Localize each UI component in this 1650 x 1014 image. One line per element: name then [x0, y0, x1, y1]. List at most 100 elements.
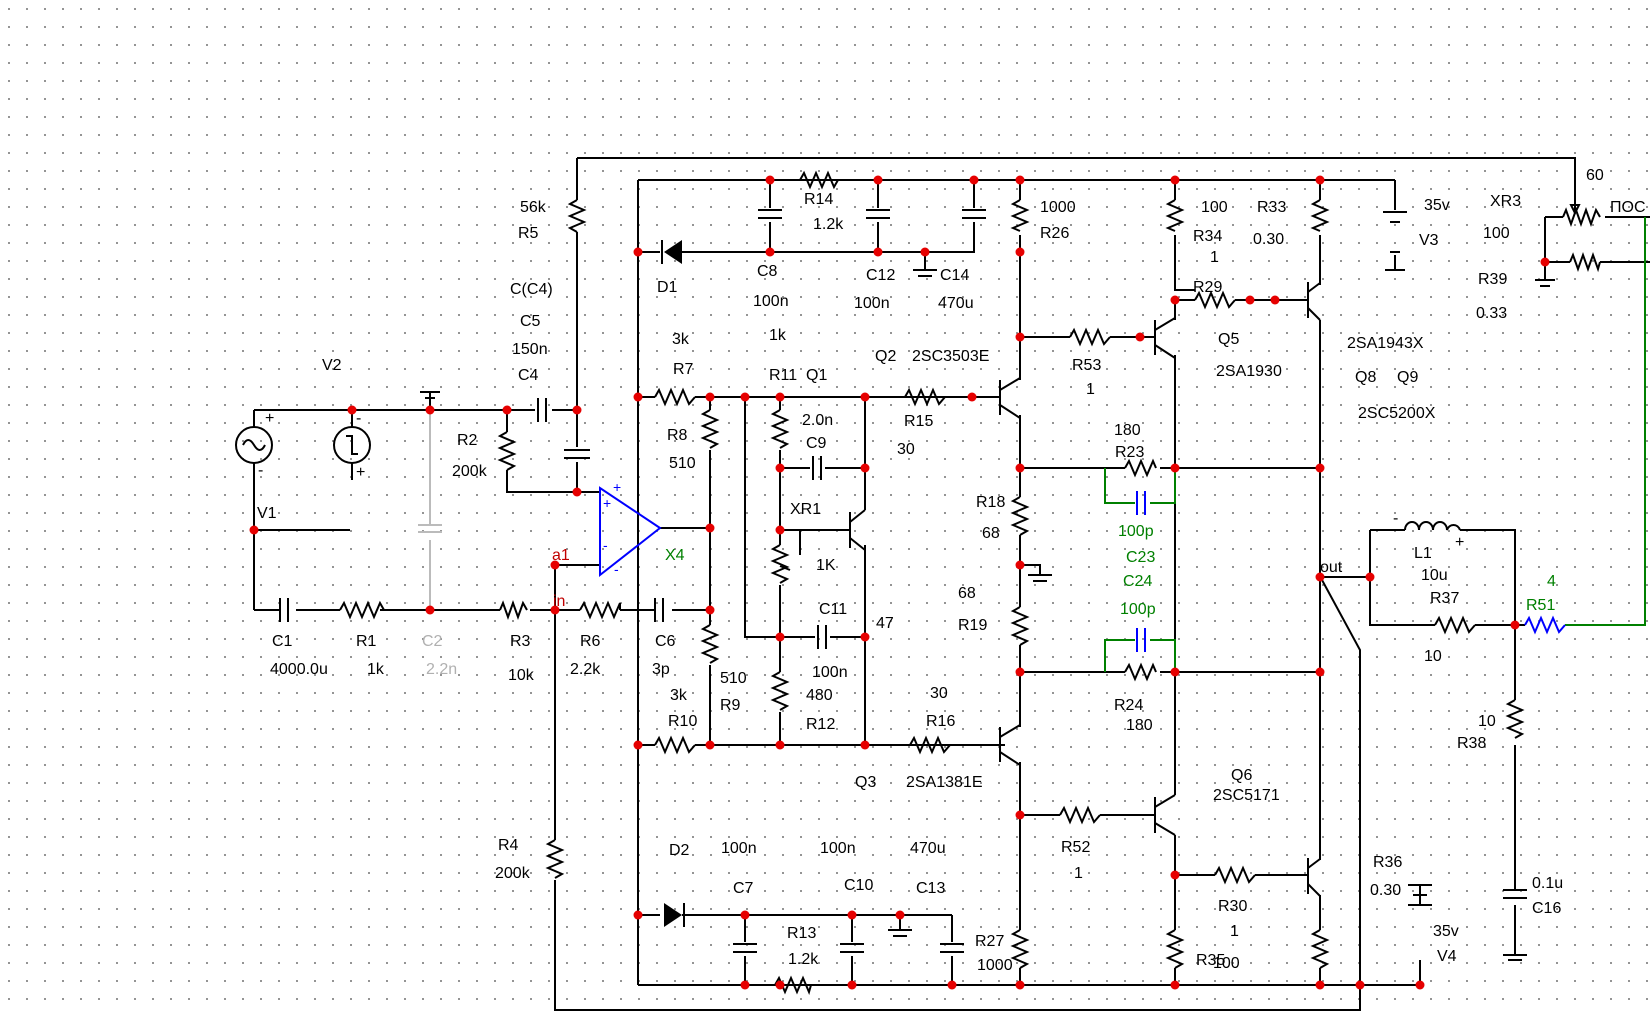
component-label: R13 [787, 925, 816, 942]
junction-dot [1135, 332, 1145, 342]
transistor-symbols [849, 282, 1321, 897]
component-labels: V1V2C14000.0uR11kC22.2nR310kR2200k56kR5C… [257, 167, 1646, 974]
junction-dot [775, 632, 785, 642]
capacitor-symbols [279, 209, 1527, 961]
component-label: R19 [958, 617, 987, 634]
d2-diode-symbol [664, 903, 685, 927]
junction-dot [1170, 463, 1180, 473]
component-label: 510 [669, 455, 696, 472]
junction-dot [1315, 572, 1325, 582]
feedback-network-wires [1104, 217, 1646, 672]
component-label: C9 [806, 435, 827, 452]
component-label: 100n [820, 840, 856, 857]
component-label: R6 [580, 633, 601, 650]
component-label: C10 [844, 877, 873, 894]
junction-dot [860, 632, 870, 642]
component-label: 480 [806, 687, 833, 704]
junction-dot [873, 175, 883, 185]
junction-dot [775, 740, 785, 750]
component-label: C7 [733, 880, 754, 897]
component-label: 180 [1126, 717, 1153, 734]
component-label: C16 [1532, 900, 1561, 917]
component-label: R5 [518, 225, 539, 242]
junction-dot [1315, 175, 1325, 185]
junction-dot [873, 247, 883, 257]
component-label: 3k [672, 331, 690, 348]
component-label: R24 [1114, 697, 1143, 714]
component-label: 180 [1114, 422, 1141, 439]
junction-dot [860, 463, 870, 473]
v2-pulse-source-symbol: - + [333, 410, 371, 481]
component-label: 1K [816, 557, 836, 574]
component-label: 68 [982, 525, 1000, 542]
component-label: R8 [667, 427, 688, 444]
component-label: 2.2n [426, 661, 457, 678]
junction-dot [740, 910, 750, 920]
component-label: 100n [721, 840, 757, 857]
component-label: V2 [322, 357, 342, 374]
junction-dot [1355, 980, 1365, 990]
junction-dot [347, 405, 357, 415]
junction-dot [1365, 572, 1375, 582]
component-label: 100 [1483, 225, 1510, 242]
junction-dot [775, 463, 785, 473]
junction-dot [572, 487, 582, 497]
svg-text:-: - [356, 410, 361, 427]
svg-text:+: + [613, 479, 621, 495]
component-label: 100 [1201, 199, 1228, 216]
junction-dot [1015, 175, 1025, 185]
component-label: 150n [512, 341, 548, 358]
component-label: V1 [257, 505, 277, 522]
component-label: R30 [1218, 898, 1247, 915]
junction-dots [249, 175, 1550, 990]
component-label: 0.30 [1370, 882, 1401, 899]
component-label: X4 [665, 547, 685, 564]
component-label: R36 [1373, 854, 1402, 871]
component-label: 470u [938, 295, 974, 312]
component-label: Q6 [1231, 767, 1252, 784]
junction-dot [967, 392, 977, 402]
component-label: 4 [1547, 573, 1556, 590]
junction-dot [550, 605, 560, 615]
c2-disabled-branch [418, 410, 442, 610]
junction-dot [847, 980, 857, 990]
junction-dot [765, 175, 775, 185]
component-label: 2SA1930 [1216, 363, 1282, 380]
component-label: Q8 [1355, 369, 1376, 386]
junction-dot [1015, 463, 1025, 473]
component-label: 30 [897, 441, 915, 458]
component-label: C5 [520, 313, 541, 330]
component-label: R39 [1478, 271, 1507, 288]
component-label: 510 [720, 670, 747, 687]
junction-dot [969, 175, 979, 185]
junction-dot [1015, 810, 1025, 820]
component-label: 1000 [1040, 199, 1076, 216]
component-label: R7 [673, 361, 694, 378]
component-label: C12 [866, 267, 895, 284]
junction-dot [1270, 295, 1280, 305]
component-label: C24 [1123, 573, 1152, 590]
component-label: R33 [1257, 199, 1286, 216]
component-label: R12 [806, 716, 835, 733]
component-label: C23 [1126, 549, 1155, 566]
svg-text:+: + [1455, 534, 1464, 551]
component-label: R3 [510, 633, 531, 650]
component-label: 60 [1586, 167, 1604, 184]
component-label: 2SC5200X [1358, 405, 1436, 422]
component-label: 30 [930, 685, 948, 702]
component-label: R1 [356, 633, 377, 650]
junction-dot [633, 392, 643, 402]
component-label: 1 [1074, 865, 1083, 882]
component-label: out [1320, 559, 1343, 576]
junction-dot [765, 247, 775, 257]
component-label: R23 [1115, 444, 1144, 461]
component-label: C11 [819, 601, 847, 618]
wires [253, 157, 1650, 1011]
component-label: C2 [422, 633, 443, 650]
component-label: 2SA1943X [1347, 335, 1424, 352]
junction-dot [249, 525, 259, 535]
component-label: 100 [1213, 955, 1240, 972]
feedback-capacitor-symbols [1136, 491, 1146, 652]
junction-dot [550, 560, 560, 570]
junction-dot [847, 910, 857, 920]
